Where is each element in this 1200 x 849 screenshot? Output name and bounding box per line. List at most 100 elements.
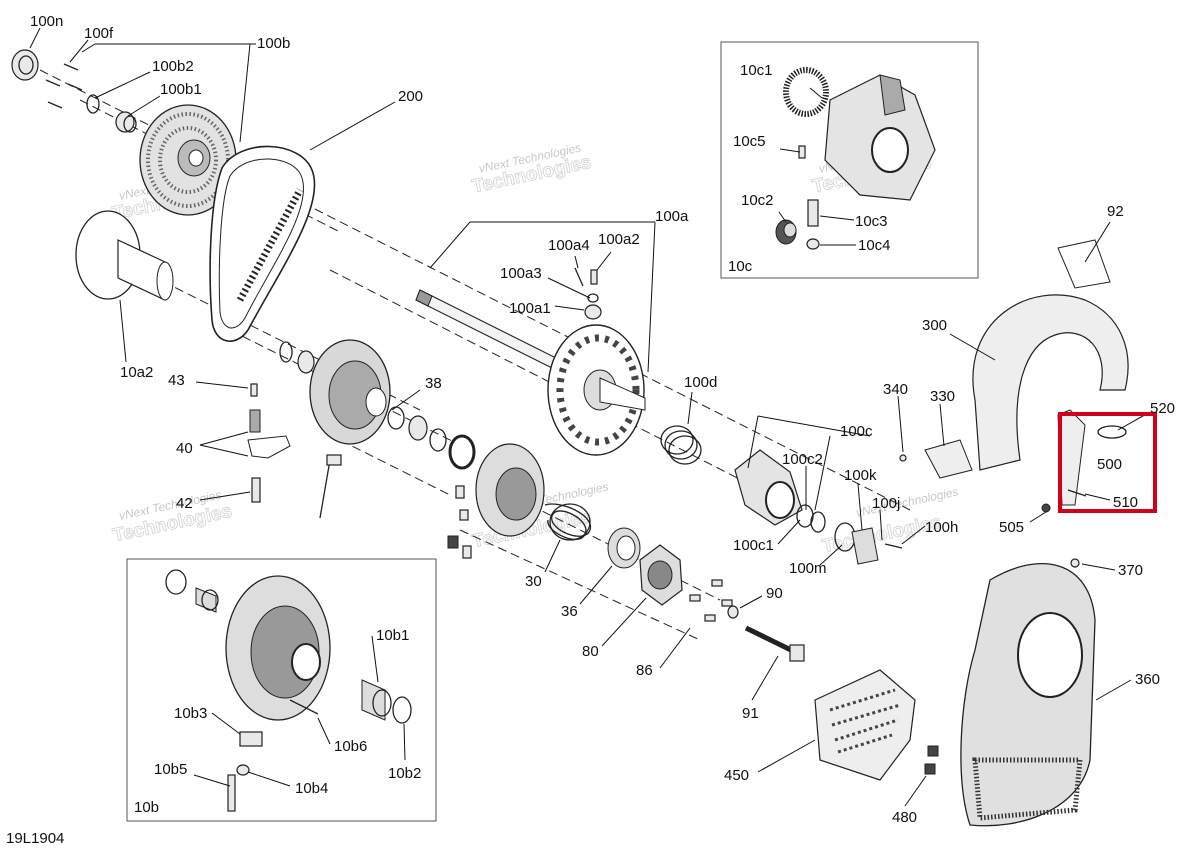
callout-100k: 100k [844,467,877,484]
callout-92: 92 [1107,203,1124,220]
callout-100b: 100b [257,35,290,52]
callout-100c1: 100c1 [733,537,774,554]
part-circlip-100b2 [86,94,100,114]
part-pin-42 [251,477,261,503]
inset-box-10b [126,558,437,822]
part-roller-100a1 [584,304,602,320]
callout-10c3: 10c3 [855,213,888,230]
callout-100m: 100m [789,560,827,577]
callout-360: 360 [1135,671,1160,688]
callout-10b: 10b [134,799,159,816]
inset-box-10c [720,41,979,279]
callout-100a2: 100a2 [598,231,640,248]
part-spider-center [448,434,545,537]
callout-500: 500 [1097,456,1122,473]
part-spider-10b [225,575,331,721]
callout-10c2: 10c2 [741,192,774,209]
callout-505: 505 [999,519,1024,536]
part-seal-10c1 [783,67,829,117]
part-washer-10c4 [806,238,820,250]
callout-100a4: 100a4 [548,237,590,254]
callout-480: 480 [892,809,917,826]
callout-10c: 10c [728,258,753,275]
callout-510: 510 [1113,494,1138,511]
callout-330: 330 [930,388,955,405]
callout-100a1: 100a1 [509,300,551,317]
part-flange-80 [639,544,683,606]
part-screw-340 [899,454,907,462]
part-cover-360 [960,562,1096,827]
callout-10b5: 10b5 [154,761,187,778]
part-guard-300 [972,294,1129,471]
callout-30: 30 [525,573,542,590]
callout-10b1: 10b1 [376,627,409,644]
part-bushing-10b-top [195,587,219,613]
part-plate-450 [814,669,916,781]
part-seal-100n [11,49,39,81]
callout-43: 43 [168,372,185,389]
part-pin-10b6 [289,699,319,715]
part-housing-10c [824,74,936,201]
part-roller-10b3 [239,731,263,747]
part-bolts-480 [924,745,939,775]
part-pin-10b5 [227,774,236,812]
part-pin-100a4 [574,267,584,287]
part-cam-100c [734,449,803,526]
part-nut-505 [1041,503,1051,513]
callout-300: 300 [922,317,947,334]
part-washer-100a3 [587,293,599,303]
callout-38: 38 [425,375,442,392]
callout-10b2: 10b2 [388,765,421,782]
callout-36: 36 [561,603,578,620]
part-bolt-510 [1067,489,1087,497]
callout-10a2: 10a2 [120,364,153,381]
callout-86: 86 [636,662,653,679]
callout-100n: 100n [30,13,63,30]
callout-100b2: 100b2 [152,58,194,75]
callout-90: 90 [766,585,783,602]
part-washer-90 [727,605,739,619]
callout-100h: 100h [925,519,958,536]
part-movable-sheave-10a2 [75,210,174,301]
part-screws-100f [45,63,83,109]
part-clip-520 [1097,425,1127,439]
part-bolts-86 [689,579,733,622]
part-bushing-10c2 [775,219,797,245]
callout-450: 450 [724,767,749,784]
callout-40: 40 [176,440,193,457]
callout-labels: 100n 100f 100b 100b2 100b1 200 10c1 10c 5… [30,13,1175,826]
callout-100a: 100a [655,208,689,225]
callout-200: 200 [398,88,423,105]
part-bearing-36 [607,527,641,569]
callout-100d: 100d [684,374,717,391]
part-screw-43 [250,383,258,397]
callout-100f: 100f [84,25,114,42]
leader-lines [29,27,1151,807]
part-decal-92 [1057,239,1111,289]
callout-100a3: 100a3 [500,265,542,282]
callout-91: 91 [742,705,759,722]
part-rings-left [279,341,447,452]
highlight-box-500 [1058,412,1157,513]
callout-10c4: 10c4 [858,237,891,254]
part-bolt-91 [744,625,805,662]
part-screw-100h [884,543,903,549]
part-pin-10c3 [807,199,819,227]
callout-100j: 100j [872,495,900,512]
callout-100c2: 100c2 [782,451,823,468]
part-spring-30 [544,503,591,541]
callout-10c1: 10c1 [740,62,773,79]
part-screw-100a2 [590,269,598,285]
part-spring-100d [660,425,702,465]
callout-100c: 100c [840,423,873,440]
callout-42: 42 [176,495,193,512]
callout-370: 370 [1118,562,1143,579]
callout-10b3: 10b3 [174,705,207,722]
callout-10b6: 10b6 [334,738,367,755]
callout-100b1: 100b1 [160,81,202,98]
part-small-bits-center [447,485,472,559]
callout-80: 80 [582,643,599,660]
part-bushing-10b1 [361,679,392,721]
part-bracket-330 [924,439,973,479]
